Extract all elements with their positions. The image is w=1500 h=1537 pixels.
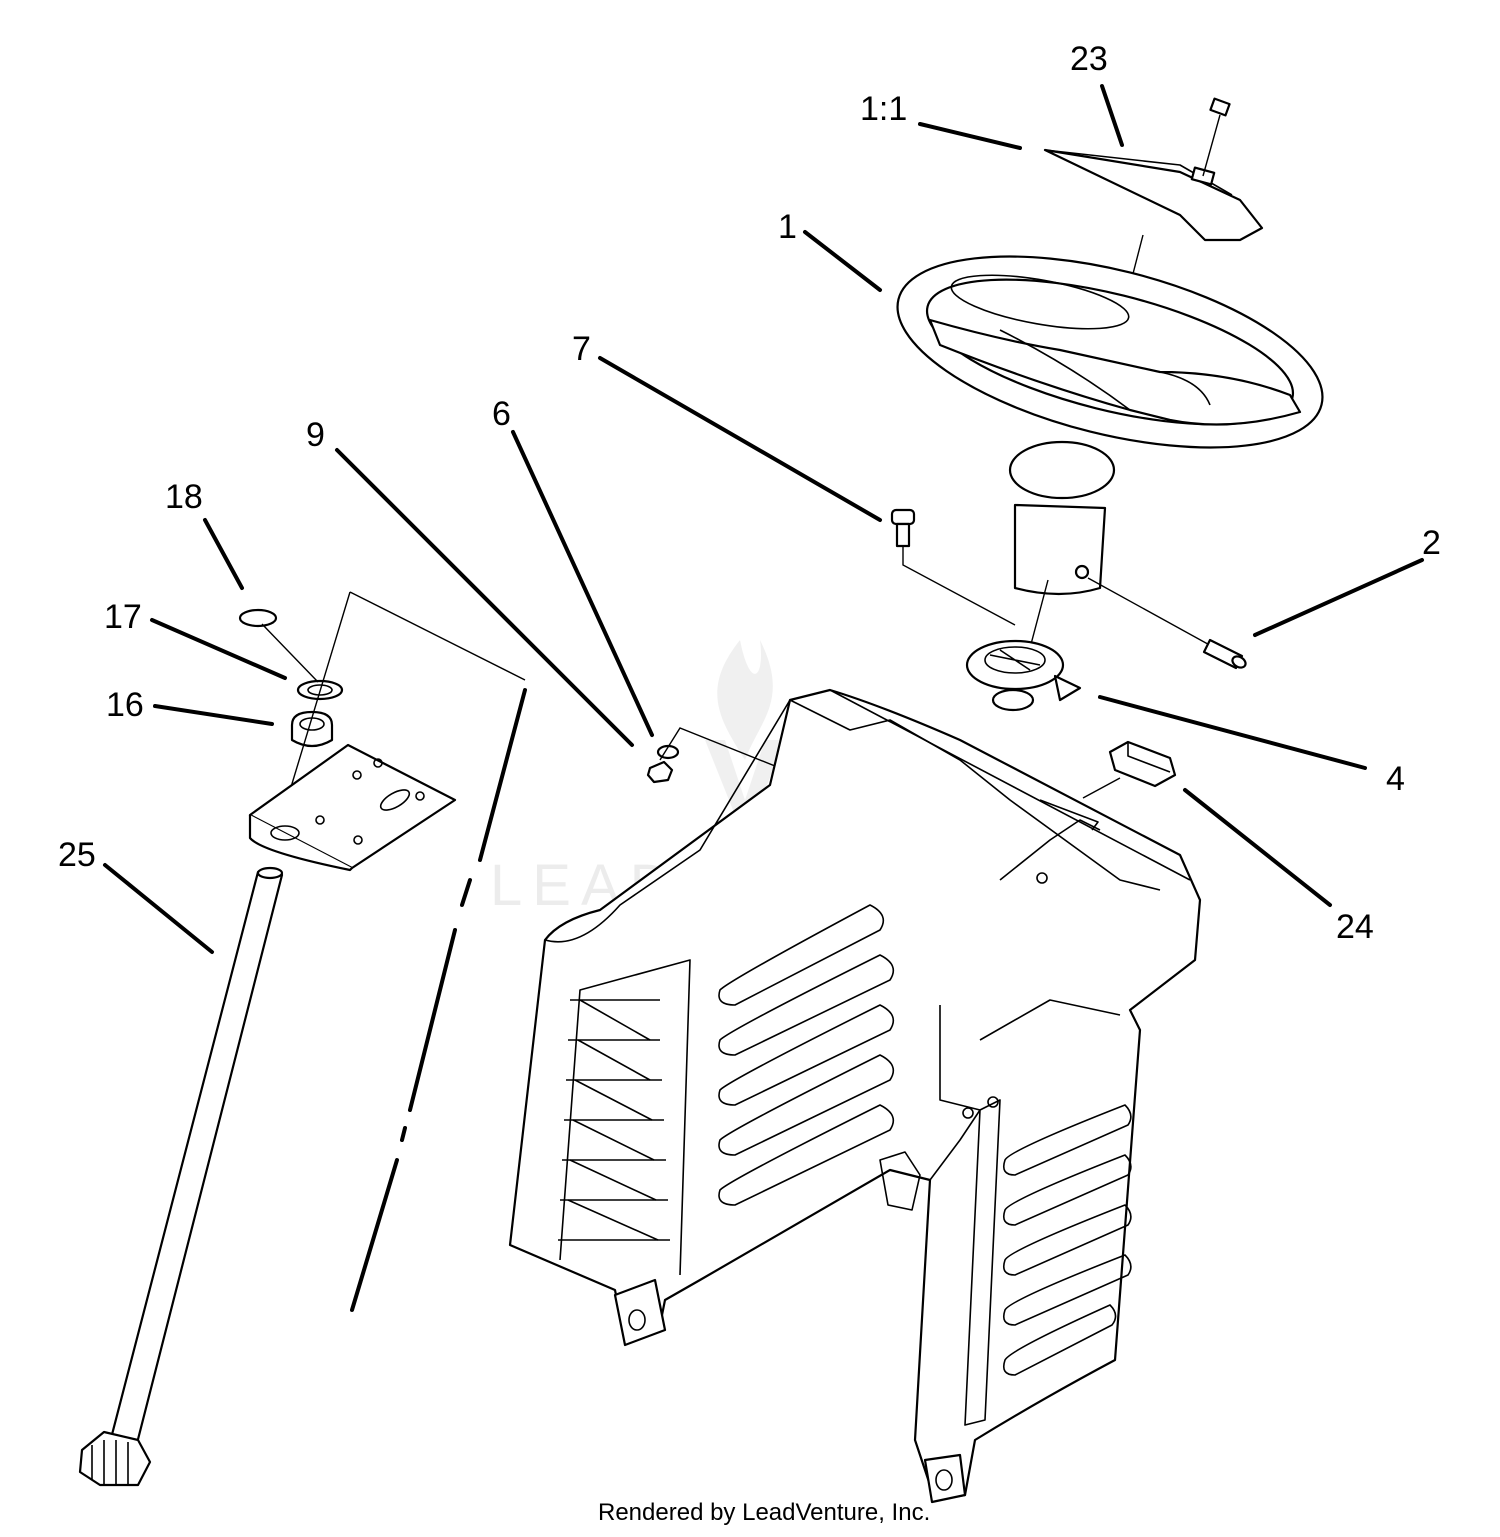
callout-7: 7	[572, 330, 591, 368]
callout-2: 2	[1422, 524, 1441, 562]
steering-wheel-cap	[1043, 97, 1264, 356]
callout-16: 16	[106, 686, 144, 724]
callout-24: 24	[1336, 908, 1374, 946]
bolt	[890, 508, 1016, 626]
callout-17: 17	[104, 598, 142, 636]
bushing	[1082, 740, 1177, 799]
dash-panel	[508, 688, 1202, 1504]
callout-25: 25	[58, 836, 96, 874]
steering-shaft	[78, 866, 284, 1487]
callout-6: 6	[492, 395, 511, 433]
callout-4: 4	[1386, 760, 1405, 798]
callout-9: 9	[306, 416, 325, 454]
callout-1: 1	[778, 208, 797, 246]
pin	[1087, 577, 1247, 670]
callout-23: 23	[1070, 40, 1108, 78]
leader-lines	[103, 84, 1424, 954]
callout-labels: 23 1:1 1 7 6 9 18 17 16 25 2 4 24	[58, 40, 1441, 946]
steering-wheel	[896, 255, 1324, 596]
callout-1-1: 1:1	[860, 90, 907, 128]
center-line	[350, 688, 527, 1312]
mount-plate	[248, 743, 457, 872]
rendered-by-footer: Rendered by LeadVenture, Inc.	[598, 1499, 930, 1526]
steering-adapter	[965, 579, 1082, 712]
callout-18: 18	[165, 478, 203, 516]
